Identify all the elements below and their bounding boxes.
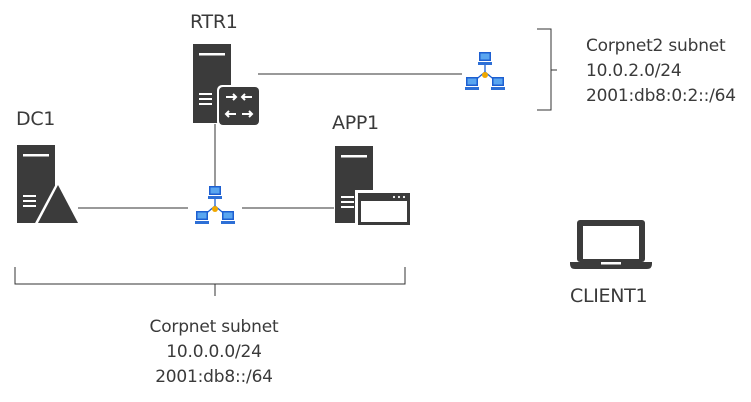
- app1-device[interactable]: [335, 146, 413, 228]
- domain-controller-icon: [34, 180, 82, 225]
- connection-lines: [78, 73, 462, 209]
- dc1-label: DC1: [16, 108, 56, 130]
- client1-label: CLIENT1: [570, 285, 648, 307]
- rtr1-device[interactable]: [193, 44, 261, 127]
- corpnet2-ipv4: 10.0.2.0/24: [586, 61, 682, 81]
- corpnet-ipv4: 10.0.0.0/24: [166, 342, 262, 362]
- network-hub-icon: [195, 186, 235, 224]
- router-icon: [217, 85, 261, 127]
- laptop-icon[interactable]: [570, 220, 652, 269]
- app1-label: APP1: [332, 112, 379, 134]
- corpnet2-name: Corpnet2 subnet: [586, 36, 726, 56]
- rtr1-label: RTR1: [190, 11, 238, 33]
- corpnet2-ipv6: 2001:db8:0:2::/64: [586, 86, 736, 106]
- corpnet-ipv6: 2001:db8::/64: [155, 367, 273, 387]
- corpnet2-bracket: [537, 28, 557, 111]
- app-window-icon: [355, 190, 413, 228]
- corpnet-name: Corpnet subnet: [149, 317, 279, 337]
- network-hub-icon: [465, 52, 505, 90]
- dc1-device[interactable]: [17, 145, 82, 225]
- corpnet-bracket: [14, 267, 406, 296]
